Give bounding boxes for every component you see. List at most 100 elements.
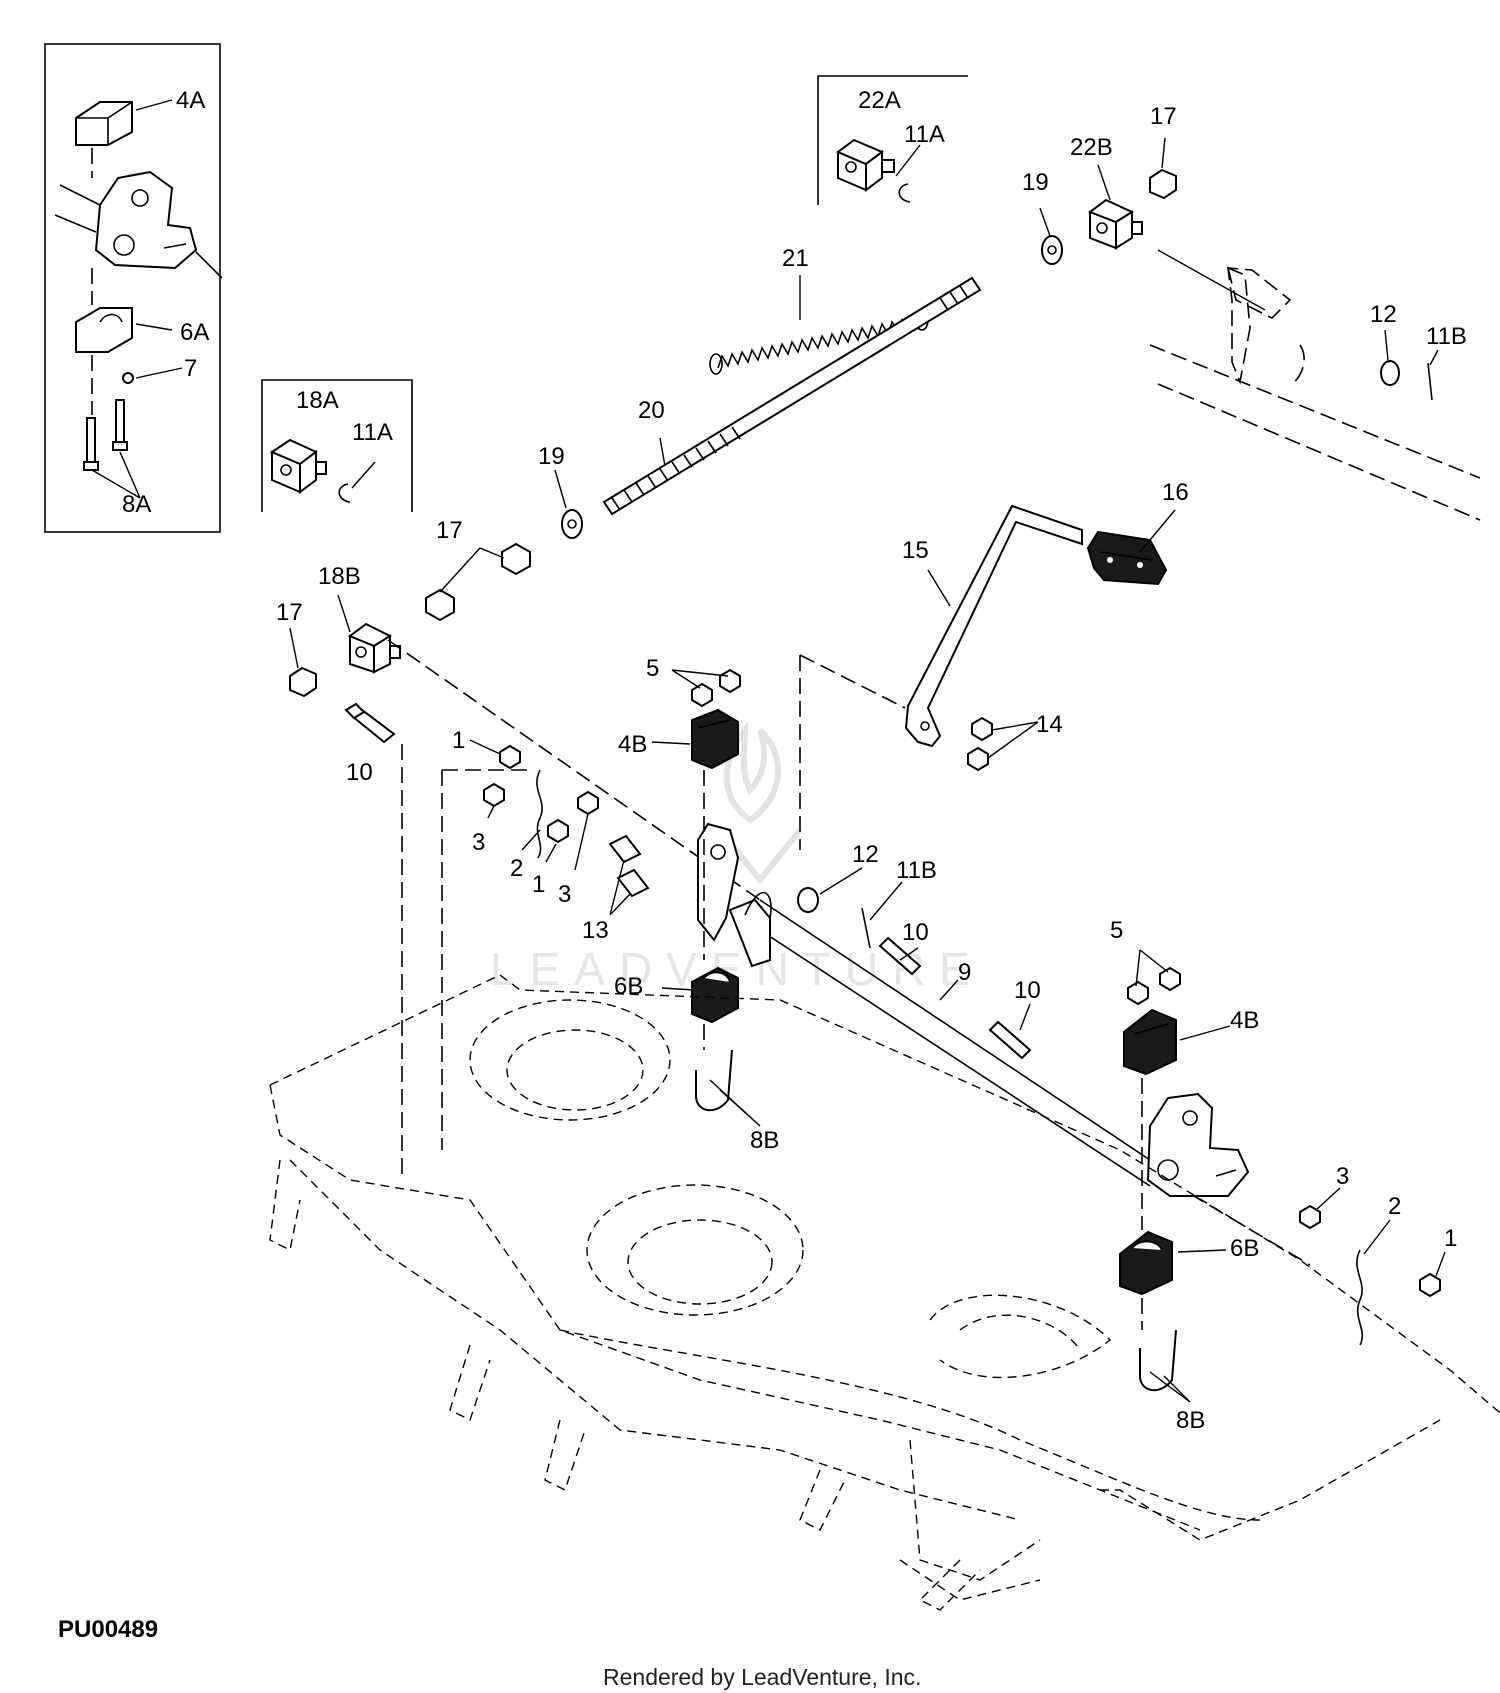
- callout-2-left: 2: [510, 855, 523, 882]
- callout-3-right: 3: [1336, 1163, 1349, 1190]
- chain-2-right: [1356, 1249, 1364, 1346]
- callout-10-left: 10: [346, 759, 373, 786]
- inset-box-18a: [261, 379, 413, 512]
- bolt-13-b: [616, 868, 650, 898]
- callout-22a: 22A: [858, 87, 901, 114]
- nut-5-right-a: [1127, 980, 1149, 1006]
- nut-5-left-a: [691, 682, 713, 708]
- inset-box-22a: [817, 75, 968, 205]
- clamp-6b-left: [691, 966, 739, 1024]
- callout-3-left-b: 3: [558, 881, 571, 908]
- callout-6b-left: 6B: [614, 973, 643, 1000]
- left-arm-tab: [728, 898, 771, 968]
- callout-16: 16: [1162, 479, 1189, 506]
- callout-10-mid: 10: [902, 919, 929, 946]
- callout-19-top: 19: [1022, 169, 1049, 196]
- clamp-half-4a: [75, 101, 133, 146]
- callout-13: 13: [582, 917, 609, 944]
- cotter-pin-11b-mid: [861, 907, 871, 949]
- inset-18a-parts: [269, 438, 351, 503]
- callout-14: 14: [1036, 711, 1063, 738]
- nut-17-pair-a: [501, 542, 531, 576]
- left-arm-plate: [697, 822, 740, 942]
- callout-8b-right: 8B: [1176, 1407, 1205, 1434]
- inset-22a-parts: [836, 138, 911, 203]
- nut-5-right-b: [1159, 966, 1181, 992]
- footer-credit: Rendered by LeadVenture, Inc.: [603, 1664, 921, 1690]
- callout-5-left: 5: [646, 655, 659, 682]
- callout-9: 9: [958, 959, 971, 986]
- callout-10-right: 10: [1014, 977, 1041, 1004]
- handle-grip-16: [1086, 530, 1168, 586]
- callout-11b-mid: 11B: [896, 857, 937, 884]
- clamp-4b-right: [1123, 1008, 1177, 1076]
- callout-20: 20: [638, 397, 665, 424]
- lift-handle-15: [904, 504, 1083, 748]
- nut-17-pair-b: [425, 588, 455, 622]
- callout-11b-right: 11B: [1426, 323, 1467, 350]
- lift-shaft-9: [387, 639, 1311, 1266]
- washer-19-top: [1041, 235, 1063, 265]
- nut-5-left-b: [719, 668, 741, 694]
- inset-box-left-bracket: [44, 43, 221, 533]
- e-clip-11a-top: [898, 183, 911, 203]
- clamp-4b-left: [691, 708, 739, 770]
- cotter-pin-11b-right: [1427, 362, 1433, 401]
- nut-3-left-b: [577, 790, 599, 816]
- right-arm-plate: [1146, 1092, 1250, 1197]
- callout-18b: 18B: [318, 563, 361, 590]
- mower-deck-outline: [269, 974, 1500, 1611]
- callout-17-top: 17: [1150, 103, 1177, 130]
- e-clip-11a-left: [338, 483, 351, 503]
- callout-12-right: 12: [1370, 301, 1397, 328]
- callout-17-pair: 17: [436, 517, 463, 544]
- nut-17-top: [1149, 168, 1177, 200]
- callout-11a-left: 11A: [352, 419, 393, 446]
- bolt-8a-left: [86, 417, 96, 463]
- inset-bracket-assembly: [54, 101, 223, 471]
- callout-8b-left: 8B: [750, 1127, 779, 1154]
- callout-5-right: 5: [1110, 917, 1123, 944]
- nut-1-left-b: [547, 818, 569, 844]
- callout-4a: 4A: [176, 87, 205, 114]
- callout-4b-left: 4B: [618, 731, 647, 758]
- chain-2-left: [536, 769, 543, 859]
- callout-2-right: 2: [1388, 1193, 1401, 1220]
- nut-3-right: [1299, 1204, 1321, 1230]
- callout-7: 7: [184, 355, 197, 382]
- callout-1-left-b: 1: [532, 871, 545, 898]
- u-bolt-8b-right: [1139, 1329, 1177, 1391]
- callout-22b: 22B: [1070, 134, 1113, 161]
- bolt-10-right: [988, 1020, 1032, 1060]
- washer-19-left: [561, 509, 583, 539]
- callout-17-left: 17: [276, 599, 303, 626]
- bolt-10-mid: [878, 936, 922, 976]
- threaded-rod-20: [602, 276, 982, 516]
- callout-8a: 8A: [122, 491, 151, 518]
- clamp-half-6a: [75, 307, 133, 353]
- right-lift-arm: [1149, 249, 1481, 521]
- nut-14-b: [967, 746, 989, 772]
- handle-assembly: [799, 504, 1168, 850]
- callout-15: 15: [902, 537, 929, 564]
- callout-labels: 4A 6A 7 8A 22A 11A 17 22B 19 21 12 11B 1…: [122, 87, 1467, 1434]
- figure-code: PU00489: [58, 1616, 158, 1643]
- callout-4b-right: 4B: [1230, 1007, 1259, 1034]
- callout-6a: 6A: [180, 319, 209, 346]
- bolt-8a-right: [115, 399, 125, 443]
- callout-19-left: 19: [538, 443, 565, 470]
- callout-3-left-a: 3: [472, 829, 485, 856]
- nut-17-left: [289, 666, 317, 698]
- callout-1-right: 1: [1444, 1225, 1457, 1252]
- callout-18a: 18A: [296, 387, 339, 414]
- nut-14-a: [971, 716, 993, 742]
- bolt-13-a: [608, 834, 642, 864]
- nut-3-left-a: [483, 782, 505, 808]
- mount-plate-inset: [94, 170, 198, 270]
- leader-lines: [91, 99, 1446, 1403]
- callout-12-mid: 12: [852, 841, 879, 868]
- callout-6b-right: 6B: [1230, 1235, 1259, 1262]
- u-bolt-8b-left: [695, 1049, 733, 1111]
- screw-7: [122, 372, 134, 384]
